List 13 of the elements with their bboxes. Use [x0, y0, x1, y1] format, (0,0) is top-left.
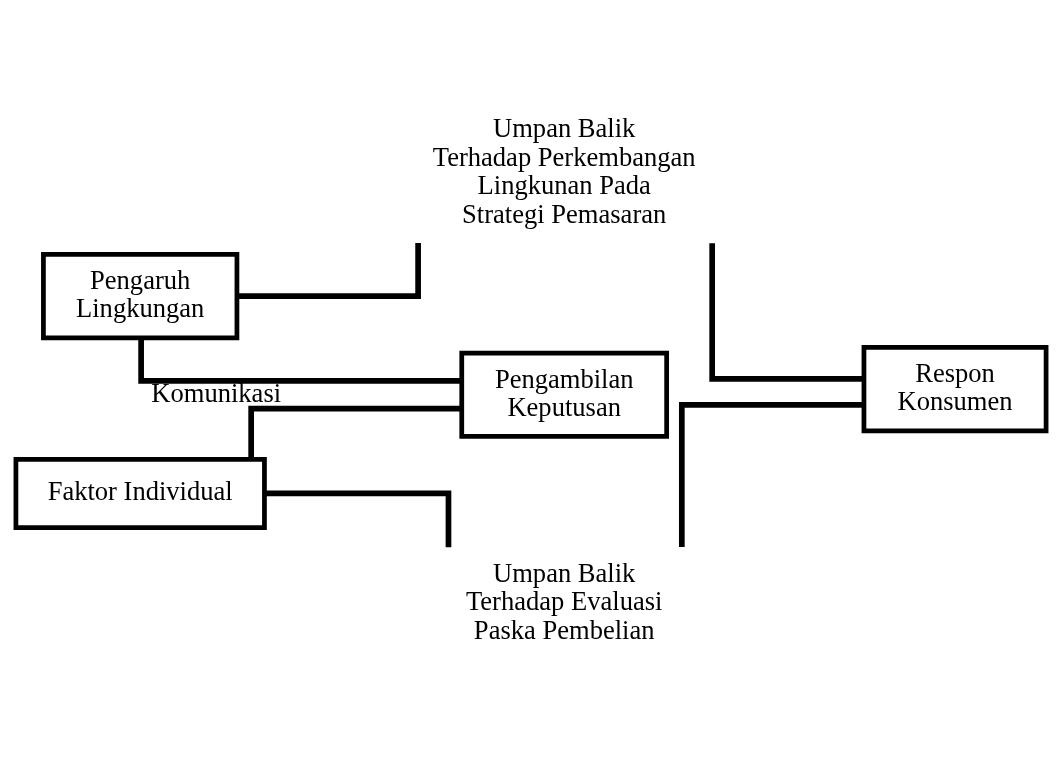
node-box: Pengaruh Lingkungan: [41, 251, 240, 340]
node-box: Faktor Individual: [13, 456, 267, 530]
node-box: Pengambilan Keputusan: [459, 350, 669, 439]
connector: [138, 337, 462, 384]
connector: [679, 401, 864, 547]
connector: [709, 242, 864, 382]
connector: [264, 490, 452, 547]
connector: [248, 405, 462, 459]
node-text: Umpan Balik Terhadap Evaluasi Paska Pembelian: [465, 557, 663, 645]
connector: [237, 242, 421, 299]
node-box: Respon Konsumen: [861, 344, 1049, 433]
node-text: Umpan Balik Terhadap Perkembangan Lingkunan Pada Strategi Pemasaran: [432, 112, 696, 228]
edge-label: Komunikasi: [151, 377, 282, 408]
